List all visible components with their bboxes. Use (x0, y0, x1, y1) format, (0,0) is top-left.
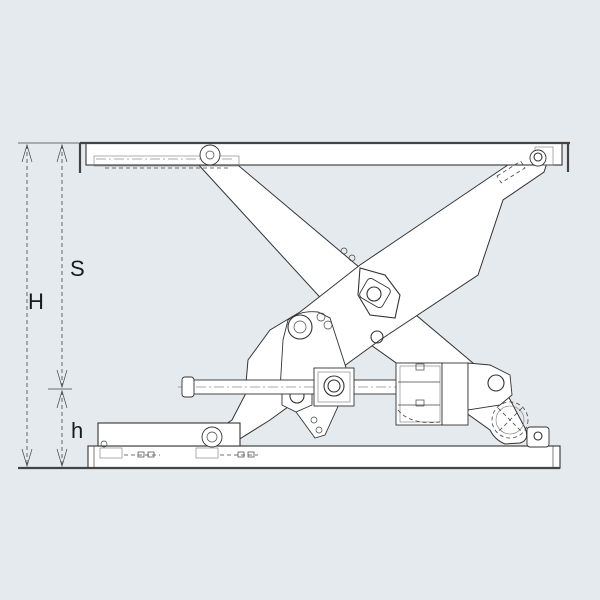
arrow-down-icon (21, 448, 33, 468)
hydraulic-cylinder (178, 367, 410, 407)
dimension-label-stroke: S (70, 256, 85, 281)
dimension-label-h-total: H (28, 289, 44, 314)
arrow-up-icon (56, 143, 68, 163)
roller-guide-left (99, 440, 160, 459)
arrow-down-icon (56, 448, 68, 468)
centre-hinge (359, 277, 391, 309)
motor-pump-unit (395, 362, 529, 439)
top-platform (78, 141, 570, 173)
roller-guide-right (195, 447, 258, 459)
base-frame (18, 422, 561, 470)
pivot-pins (199, 144, 550, 448)
arrow-up-icon (21, 143, 33, 163)
arm-slot (496, 160, 526, 184)
arrow-up-icon (56, 389, 68, 409)
dimension-label-lowered-height: h (71, 418, 84, 443)
arrow-down-icon (56, 369, 68, 389)
rod-end-nut (181, 376, 195, 398)
